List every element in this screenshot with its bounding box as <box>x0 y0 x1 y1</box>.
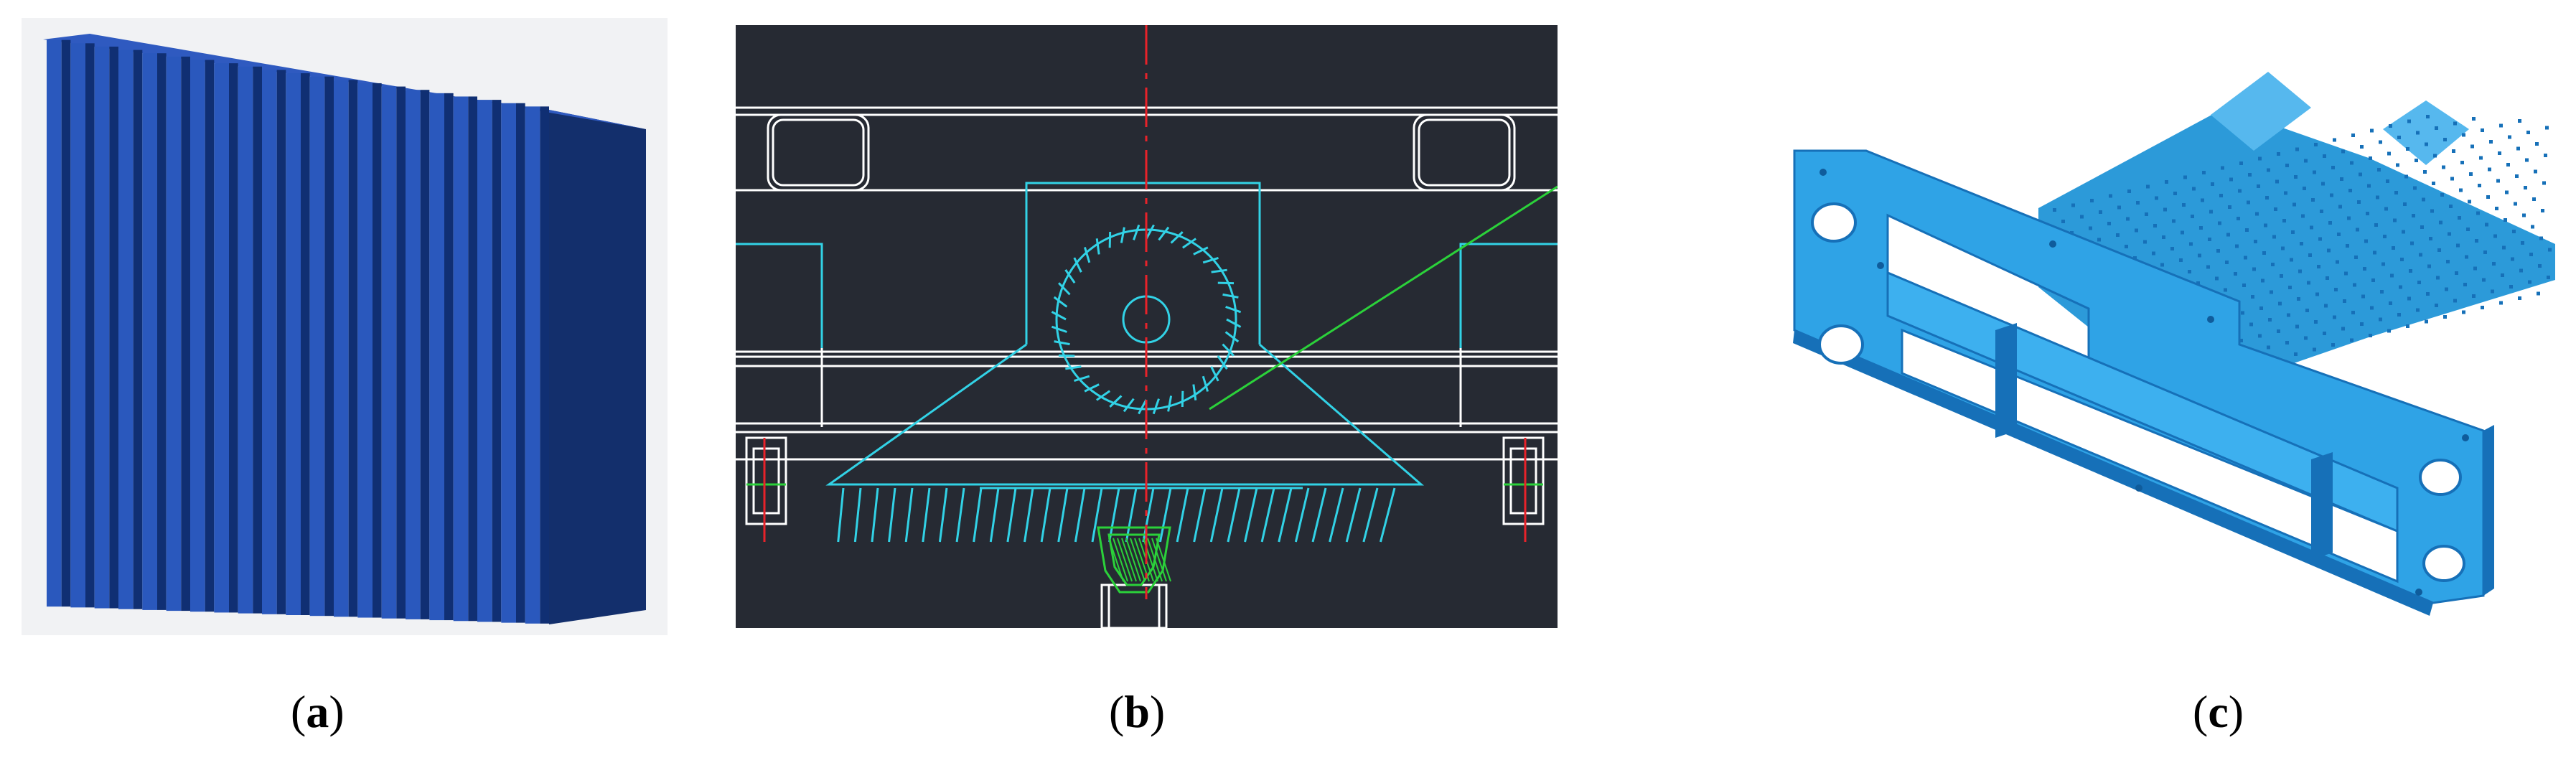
cad-drawing-image <box>736 25 1558 628</box>
panel-c-perforated-frame <box>1780 29 2570 624</box>
panel-b-cad-drawing <box>736 25 1558 628</box>
panel-a-finned-block <box>22 18 668 635</box>
perforated-frame-image <box>1793 72 2555 616</box>
finned-block-image <box>22 18 668 635</box>
caption-b: (b) <box>1109 686 1166 737</box>
caption-a: (a) <box>291 686 345 737</box>
caption-c: (c) <box>2193 686 2244 737</box>
